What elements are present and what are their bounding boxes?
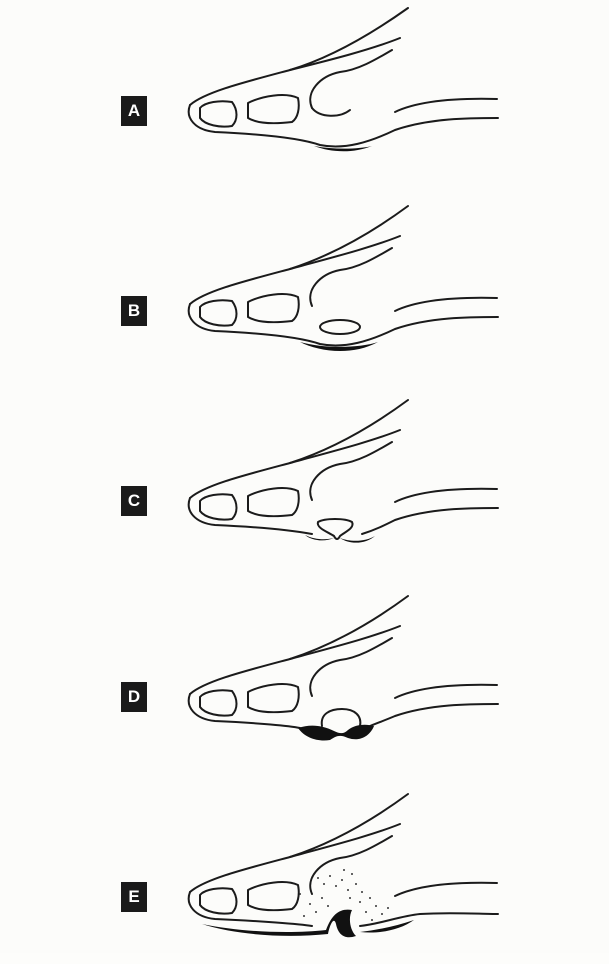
panel-c: C	[0, 390, 609, 580]
panel-d: D	[0, 586, 609, 776]
toe-drawing-c	[0, 390, 609, 580]
toe-drawing-d	[0, 586, 609, 776]
panel-b: B	[0, 196, 609, 386]
panel-e: E	[0, 774, 609, 964]
toe-drawing-e	[0, 774, 609, 964]
toe-drawing-a	[0, 0, 609, 190]
panel-a: A	[0, 0, 609, 190]
toe-drawing-b	[0, 196, 609, 386]
